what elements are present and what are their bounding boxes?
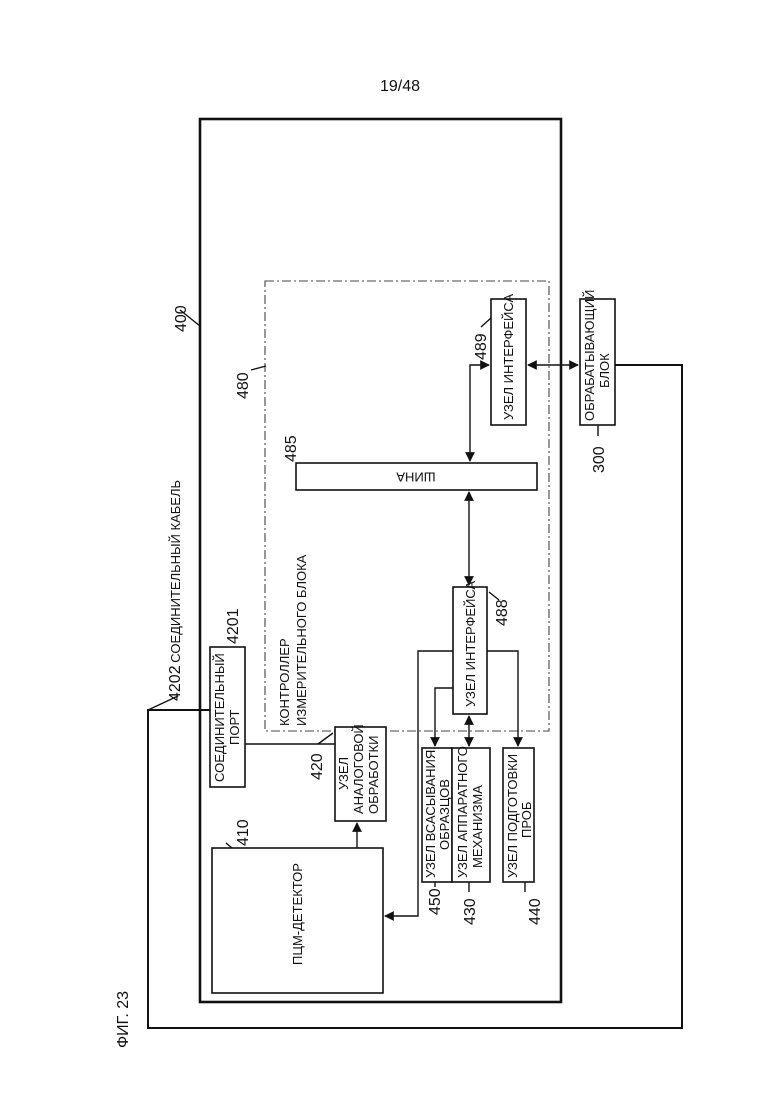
bus-ref: 485: [283, 435, 300, 462]
controller-480-ref: 480: [235, 372, 252, 399]
interface-488-ref: 488: [494, 599, 511, 626]
cable-label: : СОЕДИНИТЕЛЬНЫЙ КАБЕЛЬ: [168, 480, 183, 670]
suction-line2: ОБРАЗЦОВ: [437, 779, 452, 850]
controller-label-line2: ИЗМЕРИТЕЛЬНОГО БЛОКА: [294, 554, 309, 726]
if488-sample-prep-arrow: [487, 651, 518, 746]
bus-if489-arrow: [470, 365, 489, 461]
interface-489-label: УЗЕЛ ИНТЕРФЕЙСА: [501, 293, 516, 420]
sample-prep-line1: УЗЕЛ ПОДГОТОВКИ: [505, 754, 520, 878]
processing-ref: 300: [591, 446, 608, 473]
mechanism-ref: 430: [462, 898, 479, 925]
mechanism-line2: МЕХАНИЗМА: [470, 785, 485, 868]
analog-line3: ОБРАБОТКИ: [366, 736, 381, 814]
interface-488-leader: [489, 592, 499, 600]
interface-489-leader: [481, 318, 491, 327]
sample-prep-line2: ПРОБ: [519, 802, 534, 838]
analog-ref: 420: [309, 753, 326, 780]
suction-line1: УЗЕЛ ВСАСЫВАНИЯ: [423, 750, 438, 878]
controller-480-leader: [251, 366, 266, 370]
mechanism-line1: УЗЕЛ АППАРАТНОГО: [455, 746, 470, 878]
if488-suction-arrow: [435, 688, 453, 746]
processing-line2: БЛОК: [597, 353, 612, 388]
bus-label: ШИНА: [396, 470, 436, 485]
controller-label-line1: КОНТРОЛЛЕР: [277, 638, 292, 726]
suction-ref: 450: [427, 888, 444, 915]
connector-port-ref: 4201: [225, 608, 242, 644]
figure-label: ФИГ. 23: [115, 991, 132, 1048]
unit-400-ref: 400: [173, 305, 190, 332]
analog-line1: УЗЕЛ: [336, 757, 351, 790]
connector-port-line2: ПОРТ: [227, 709, 242, 745]
interface-488-label: УЗЕЛ ИНТЕРФЕЙСА: [463, 580, 478, 707]
sample-prep-ref: 440: [527, 898, 544, 925]
connector-port-line1: СОЕДИНИТЕЛЬНЫЙ: [212, 653, 227, 782]
page-number: 19/48: [380, 78, 420, 95]
detector-ref: 410: [235, 819, 252, 846]
processing-line1: ОБРАБАТЫВАЮЩИЙ: [582, 290, 597, 421]
interface-489-ref: 489: [473, 333, 490, 360]
analog-leader: [318, 733, 333, 744]
analog-line2: АНАЛОГОВОЙ: [351, 724, 366, 814]
detector-label: ПЦМ-ДЕТЕКТОР: [290, 863, 305, 965]
